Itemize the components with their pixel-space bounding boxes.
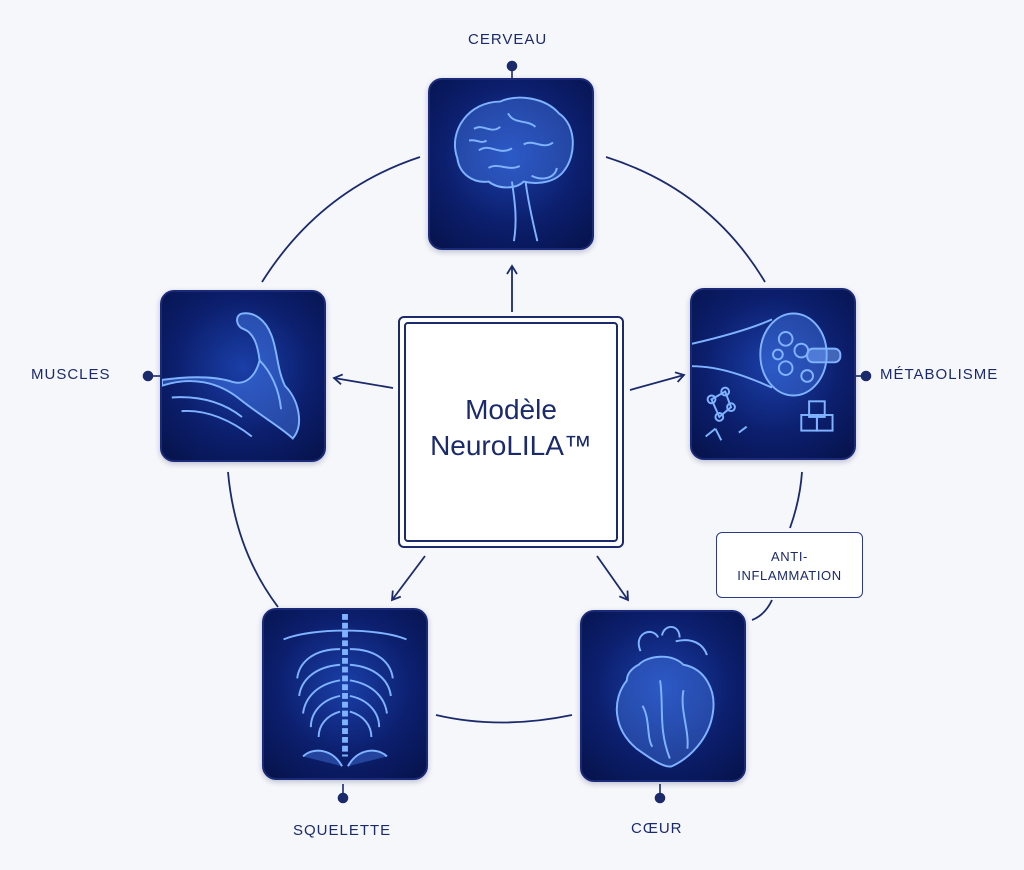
- heart-icon: [615, 625, 715, 768]
- brain-icon: [454, 96, 574, 242]
- muscles-tile: [160, 290, 326, 462]
- arrow-to-muscles: [332, 373, 394, 389]
- brain-tile: [428, 78, 594, 250]
- arrow-to-skeleton: [390, 555, 426, 602]
- center-title-line2: NeuroLILA™: [430, 430, 592, 461]
- label-metabolisme: MÉTABOLISME: [880, 366, 999, 383]
- center-arrows: [332, 264, 686, 602]
- label-connectors: [142, 60, 872, 804]
- arrow-to-metabolism: [629, 371, 686, 391]
- skeleton-tile: [262, 608, 428, 780]
- center-title-line1: Modèle: [465, 394, 557, 425]
- label-squelette: SQUELETTE: [293, 822, 392, 839]
- label-muscles: MUSCLES: [31, 366, 111, 383]
- anti-inflammation-line1: ANTI-: [771, 549, 808, 564]
- metabolism-tile: [690, 288, 856, 460]
- label-cerveau: CERVEAU: [468, 31, 548, 48]
- heart-tile: [580, 610, 746, 782]
- muscle-fiber-molecule-icon: [692, 312, 842, 441]
- arrow-to-heart: [596, 555, 629, 602]
- label-coeur: CŒUR: [631, 820, 683, 837]
- anti-inflammation-line2: INFLAMMATION: [737, 568, 842, 583]
- ribcage-icon: [283, 613, 407, 767]
- anti-inflammation-box: ANTI- INFLAMMATION: [716, 532, 863, 598]
- center-title: Modèle NeuroLILA™: [400, 392, 622, 464]
- center-model-box: Modèle NeuroLILA™: [398, 316, 624, 548]
- flexed-arm-icon: [162, 312, 301, 440]
- outer-cycle: [227, 156, 803, 724]
